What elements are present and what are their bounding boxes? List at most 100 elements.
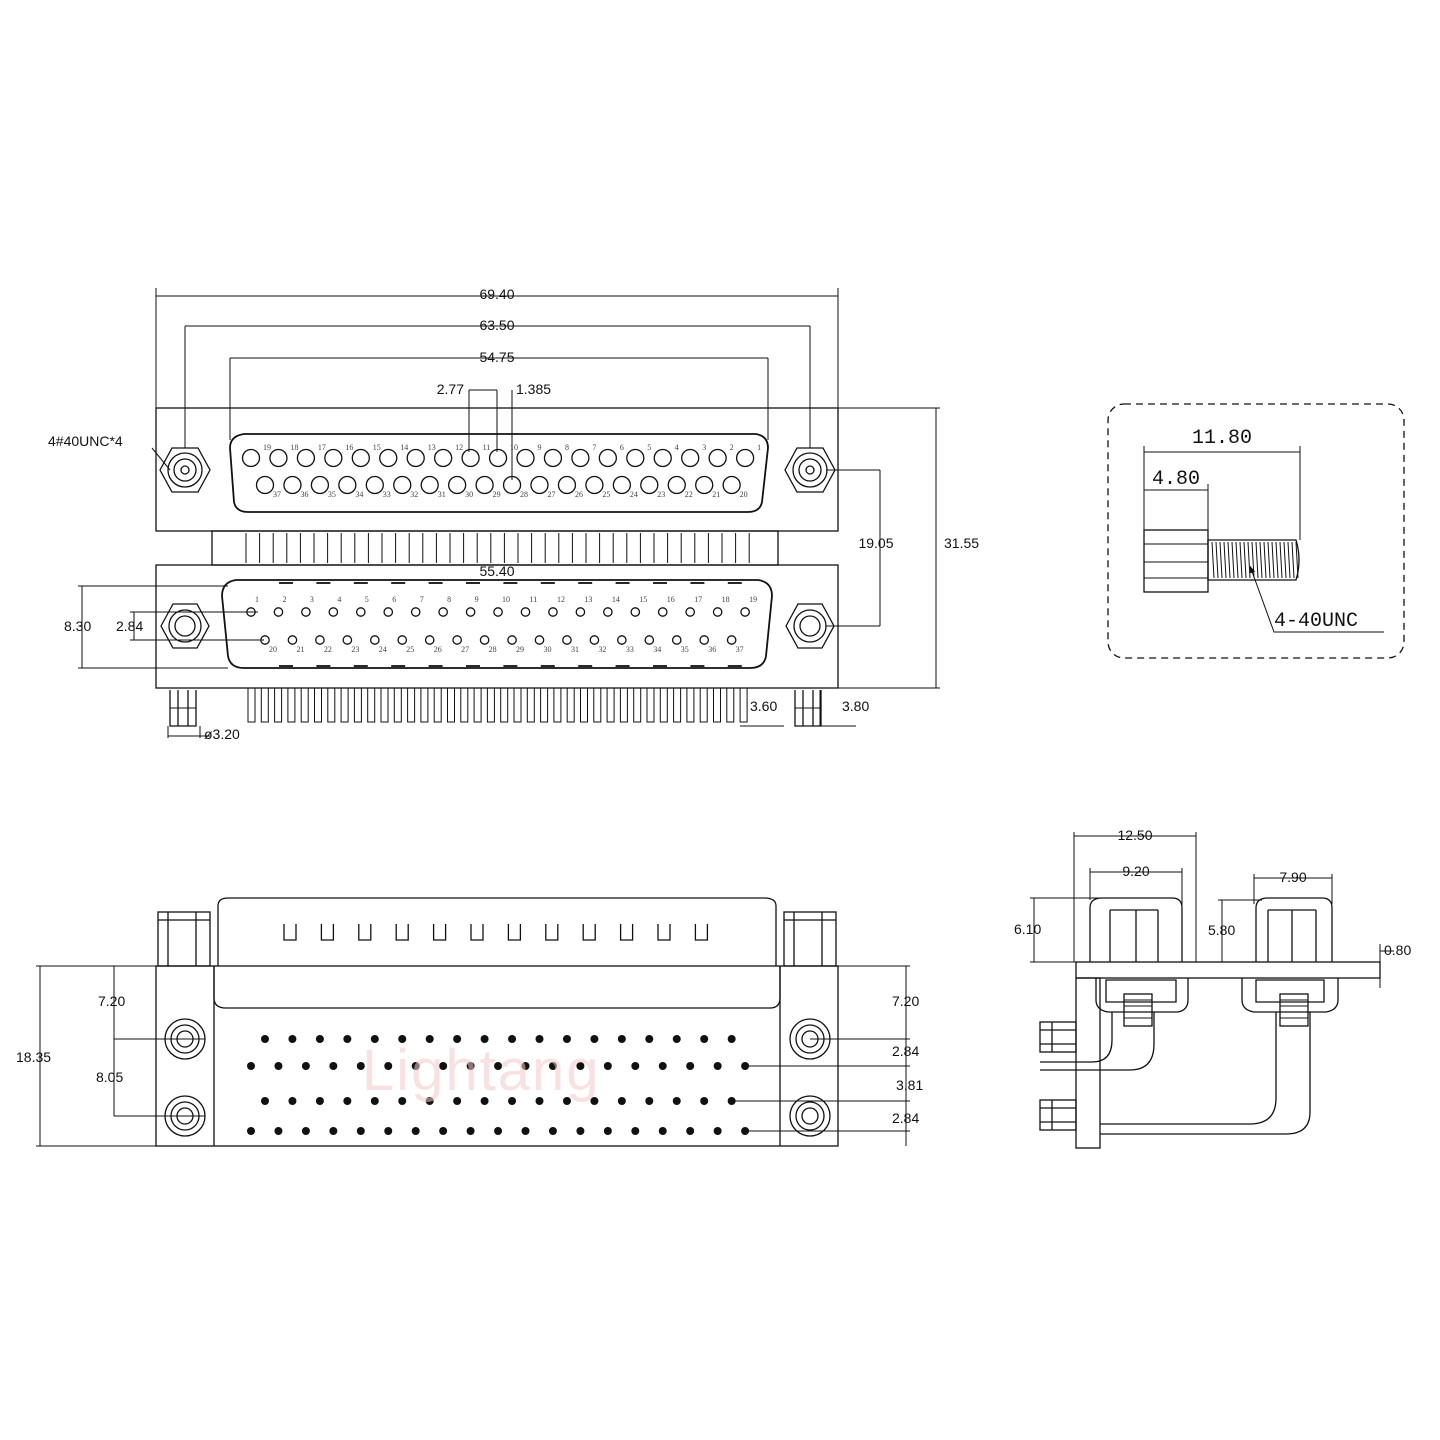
thread-line — [1223, 541, 1227, 579]
tail — [407, 688, 416, 723]
slot — [582, 924, 596, 941]
footprint-hole — [261, 1097, 269, 1105]
footprint-hole — [645, 1035, 654, 1043]
pin-label: 36 — [300, 490, 308, 499]
top-row2-contacts — [255, 475, 741, 495]
socket-24 — [612, 475, 631, 495]
pin-label: 13 — [428, 443, 436, 452]
slot — [395, 924, 409, 941]
footprint-hole — [301, 1127, 310, 1135]
pin-label: 25 — [406, 645, 414, 654]
pin-label: 11 — [483, 443, 491, 452]
pin-label: 29 — [516, 645, 524, 654]
thread-line — [1219, 541, 1223, 579]
pin-label: 8 — [447, 595, 451, 604]
mount-hole-4-icon — [789, 1095, 831, 1137]
footprint-hole — [562, 1097, 571, 1105]
dim-fp-row-pitch-2: 2.84 — [892, 1110, 919, 1126]
screw-hex-length: 4.80 — [1152, 468, 1200, 491]
pin-label: 15 — [639, 595, 647, 604]
dim-left-a: 8.30 — [64, 618, 91, 634]
footprint-hole — [672, 1097, 681, 1105]
socket-34 — [338, 475, 357, 495]
socket-25 — [585, 475, 604, 495]
pin-label: 35 — [681, 645, 689, 654]
dim-pitch-b: 1.385 — [516, 381, 551, 397]
pin-7 — [410, 607, 421, 617]
footprint-hole — [508, 1035, 517, 1043]
footprint-hole — [548, 1127, 557, 1135]
pin-label: 24 — [379, 645, 387, 654]
top-row1-contacts — [241, 448, 755, 468]
tail — [287, 688, 296, 723]
pin-label: 17 — [318, 443, 326, 452]
pin-label: 9 — [475, 595, 479, 604]
pin-label: 31 — [571, 645, 579, 654]
footprint-hole — [713, 1062, 722, 1070]
thread-line — [1271, 541, 1275, 579]
slot — [694, 924, 709, 941]
pin-label: 6 — [392, 595, 396, 604]
socket-12 — [433, 448, 453, 468]
socket-35 — [310, 475, 330, 495]
footprint-hole — [576, 1062, 585, 1070]
pin-label: 18 — [290, 443, 298, 452]
pin-label: 29 — [493, 490, 501, 499]
footprint-hole — [494, 1127, 503, 1135]
tail — [247, 688, 256, 723]
socket-9 — [516, 448, 535, 468]
slot — [358, 924, 372, 941]
tail — [274, 688, 283, 723]
footprint-hole — [590, 1097, 599, 1105]
socket-21 — [695, 475, 714, 495]
footprint-hole — [548, 1062, 557, 1070]
tail — [500, 688, 509, 723]
thread-line — [1211, 541, 1215, 579]
pin-23 — [342, 635, 353, 645]
pin-17 — [685, 607, 696, 617]
pin-label: 11 — [530, 595, 538, 604]
shell-slots — [283, 924, 709, 941]
bottom-row1-contacts — [246, 607, 750, 617]
pin-label: 37 — [736, 645, 744, 654]
pin-label: 13 — [584, 595, 592, 604]
socket-18 — [269, 448, 288, 468]
footprint-hole — [356, 1127, 365, 1135]
socket-7 — [571, 448, 590, 468]
footprint-hole — [301, 1062, 310, 1070]
thread-line — [1287, 541, 1291, 579]
footprint-hole — [617, 1097, 626, 1105]
dim-fp-left-mid: 8.05 — [96, 1069, 123, 1085]
socket-3 — [681, 448, 700, 468]
socket-30 — [447, 475, 467, 495]
footprint-hole — [521, 1127, 530, 1135]
thread-callout: 4#40UNC*4 — [48, 433, 123, 449]
pin-label: 37 — [273, 490, 281, 499]
pin-12 — [548, 607, 558, 617]
footprint-hole — [562, 1035, 571, 1043]
thread-line — [1243, 541, 1247, 579]
tail — [260, 688, 269, 723]
footprint-hole — [398, 1035, 407, 1043]
pin-label: 26 — [434, 645, 442, 654]
footprint-hole — [480, 1097, 489, 1105]
pin-15 — [630, 607, 641, 617]
pin-14 — [602, 607, 613, 617]
socket-11 — [461, 448, 480, 468]
socket-17 — [296, 448, 316, 468]
dim-pin-length: 3.60 — [750, 698, 777, 714]
pin-10 — [493, 607, 503, 617]
pin-4 — [328, 607, 339, 617]
footprint-hole — [576, 1127, 585, 1135]
pin-label: 25 — [602, 490, 610, 499]
dim-overall-width: 69.40 — [479, 286, 514, 302]
pin-22 — [315, 635, 325, 645]
pin-37 — [726, 635, 737, 645]
thread-line — [1255, 541, 1259, 579]
thread-line — [1227, 541, 1231, 579]
socket-2 — [708, 448, 727, 468]
tail — [380, 688, 389, 723]
footprint-hole — [727, 1035, 736, 1043]
